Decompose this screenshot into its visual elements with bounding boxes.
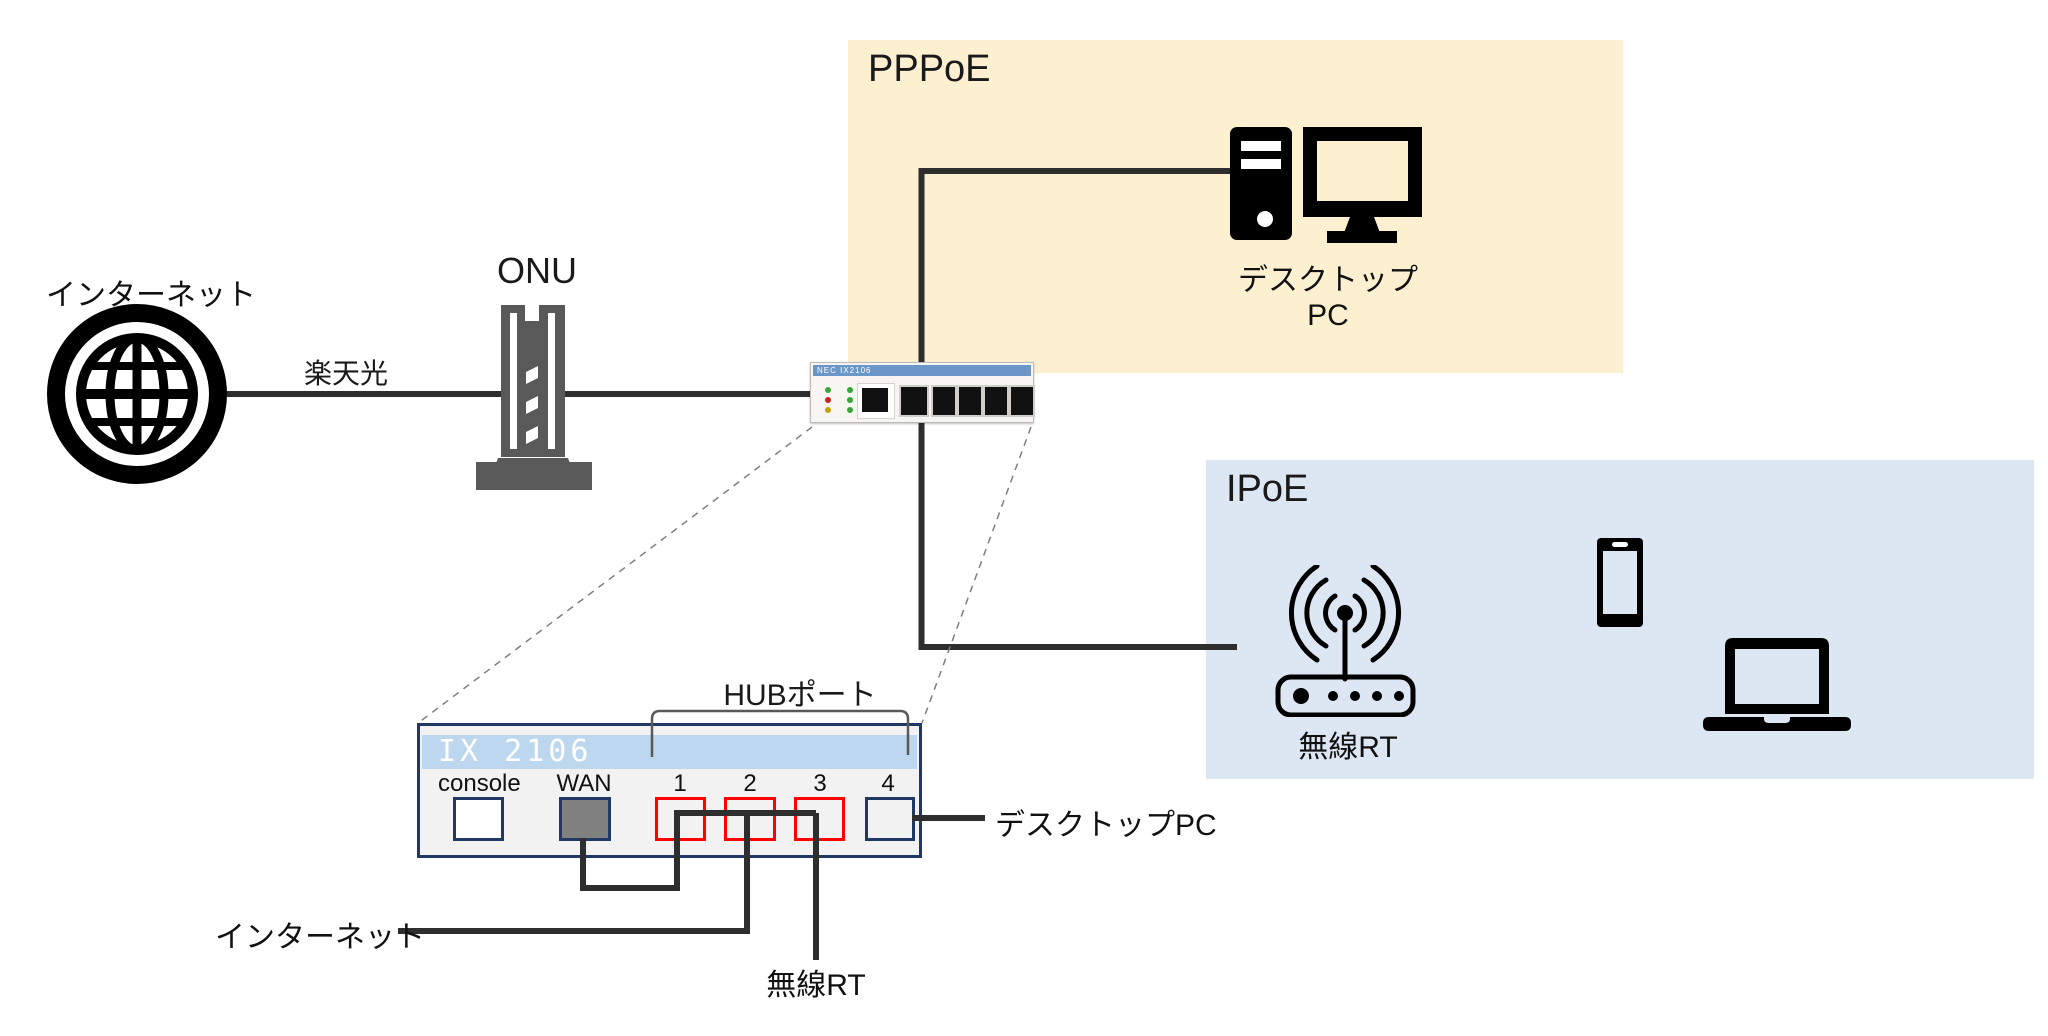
port2-label: 2: [743, 770, 757, 797]
wireless-router-label: 無線RT: [1298, 731, 1398, 764]
console-port-label: console: [438, 770, 521, 797]
ix2106-title: IX 2106: [438, 734, 593, 769]
hub-port-label: HUBポート: [723, 679, 877, 712]
ipoe-zone-label: IPoE: [1226, 468, 1309, 510]
callout-desktop-label: デスクトップPC: [995, 809, 1217, 842]
router-led-green-3: [847, 397, 853, 403]
router-lan-port-3: [983, 385, 1009, 417]
hub-port-4-square: [865, 797, 915, 841]
smartphone-icon: [1597, 538, 1643, 627]
desktop-pc-label: デスクトップPC: [1238, 264, 1418, 332]
callout-internet-label: インターネット: [215, 921, 425, 954]
laptop-icon: [1703, 638, 1851, 731]
wireless-router-icon: [1275, 565, 1416, 717]
router-wan-port: [899, 385, 929, 417]
onu-label: ONU: [497, 250, 577, 291]
router-led-green-2: [847, 387, 853, 393]
router-led-red: [825, 397, 831, 403]
port1-label: 1: [673, 770, 687, 797]
wan-port-label: WAN: [556, 770, 612, 797]
router-led-green-1: [825, 387, 831, 393]
router-console-port: [857, 383, 895, 419]
wan-line-label: 楽天光: [303, 358, 388, 389]
wan-port-square: [559, 797, 611, 841]
router-led-yellow: [825, 407, 831, 413]
hub-port-3-square: [794, 797, 845, 841]
router-lan-port-2: [957, 385, 983, 417]
port3-label: 3: [813, 770, 827, 797]
nec-router-brand-text: NEC IX2106: [813, 365, 1031, 376]
internet-globe-icon: [47, 304, 227, 484]
zoom-guide-right-dashed-line: [921, 426, 1032, 724]
pppoe-zone-label: PPPoE: [868, 48, 991, 90]
router-led-green-4: [847, 407, 853, 413]
port4-label: 4: [881, 770, 895, 797]
hub-port-2-square: [724, 797, 776, 841]
hub-port-1-square: [655, 797, 706, 841]
onu-icon: [476, 305, 592, 490]
console-port-square: [453, 797, 504, 841]
callout-wireless-label: 無線RT: [766, 969, 866, 1002]
router-lan-port-1: [931, 385, 957, 417]
router-lan-port-4: [1009, 385, 1035, 417]
ix2106-detail-box: IX 2106 console WAN 1 2 3 4: [417, 723, 922, 858]
nec-router-photo: NEC IX2106: [810, 362, 1035, 423]
desktop-pc-icon: [1230, 127, 1422, 243]
